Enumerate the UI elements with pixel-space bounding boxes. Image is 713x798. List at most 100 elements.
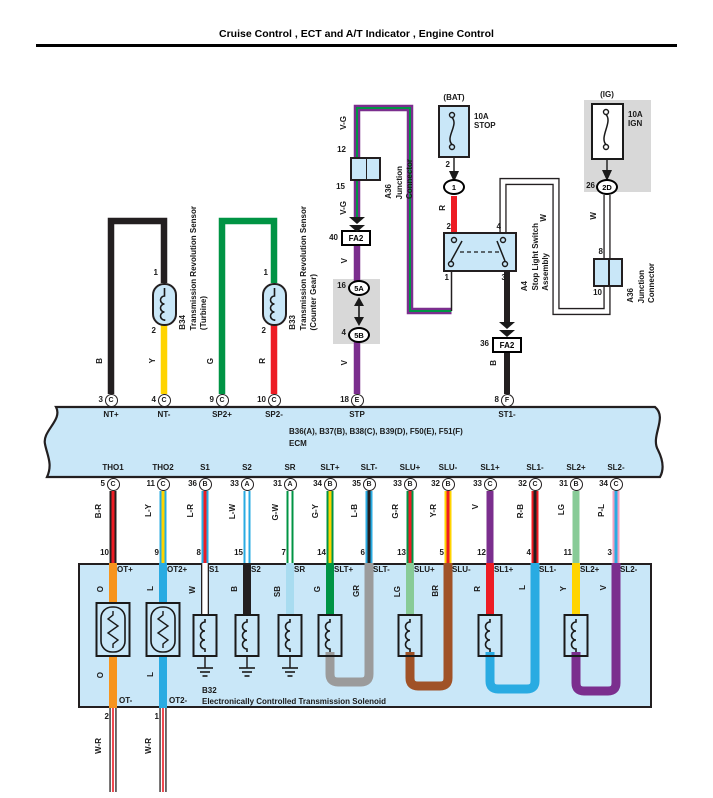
solenoid-terminal-label: OT2- <box>169 696 188 705</box>
sensor-b33-label-label: Transmission Revolution Sensor <box>298 205 308 330</box>
ecm-pin-circle: F <box>500 393 514 407</box>
pin-number: 15 <box>336 182 345 191</box>
pin-number: 6 <box>360 548 365 557</box>
solenoid-terminal-label: S2 <box>251 565 261 574</box>
ecm-pin-circle: C <box>483 477 497 491</box>
solenoid-terminal-label: OT2+ <box>167 565 188 574</box>
wire-color-label: L-W <box>228 504 237 520</box>
pin-number: 33 <box>473 479 482 488</box>
wire-color-label: L <box>146 672 155 677</box>
solenoid-terminal-label: S1 <box>209 565 219 574</box>
ecm-pin-circle: B <box>323 477 337 491</box>
connector-5b: 5B <box>348 327 370 343</box>
pin-number: 34 <box>599 479 608 488</box>
junction-a36-left-label-label: A36 <box>384 184 393 199</box>
ecm-pin-circle: B <box>198 477 212 491</box>
solenoid-terminal-label: SR <box>294 565 306 574</box>
junction-a36-left-label-label: Junction <box>394 165 404 199</box>
ecm-terminal-label: SL2- <box>607 463 625 472</box>
wire-color-label: G <box>206 358 215 365</box>
wire-color-label: SB <box>273 586 282 598</box>
double-arrow-icon <box>354 297 364 306</box>
ecm-terminal-label: NT+ <box>103 410 119 419</box>
connector-5a: 5A <box>348 280 370 296</box>
ig-fuse-name: IGN <box>628 119 643 128</box>
pin-number: 5 <box>100 479 105 488</box>
pin-number: 8 <box>494 395 499 404</box>
pin-number: 10 <box>257 395 266 404</box>
ecm-pin-circle: B <box>362 477 376 491</box>
solenoid-id: B32 <box>202 686 217 695</box>
ecm-terminal-label: SP2+ <box>212 410 232 419</box>
wire-color-label: B <box>489 360 498 366</box>
wire-color-label: G-Y <box>311 504 320 519</box>
pin-number: 4 <box>526 548 531 557</box>
solenoid-terminal-label: SL1+ <box>494 565 514 574</box>
wire-color-label: R <box>438 205 447 211</box>
chevron-arrow-icon <box>499 330 515 337</box>
pin-number: 11 <box>146 479 155 488</box>
wire-color-label: V <box>340 258 349 264</box>
pin-number: 26 <box>586 181 595 190</box>
wire-color-label: O <box>96 672 105 679</box>
solenoid-terminal-label: SLU+ <box>414 565 435 574</box>
ecm-pin-circle: C <box>215 393 229 407</box>
pin-number: 14 <box>317 548 326 557</box>
ecm-pin-circle: C <box>267 393 281 407</box>
solenoid-terminal-label: SLT+ <box>334 565 354 574</box>
junction-connector-a36-right <box>593 258 623 287</box>
bat-fuse-box <box>438 105 470 158</box>
ecm-connector-caption: B36(A), B37(B), B38(C), B39(D), F50(E), … <box>289 427 463 436</box>
ecm-pin-circle: C <box>104 393 118 407</box>
sensor-capsule-b33 <box>262 283 287 326</box>
pin-number: 1 <box>154 712 159 721</box>
ecm-terminal-label: SLT+ <box>320 463 340 472</box>
pin-number: 36 <box>480 339 489 348</box>
fa2-box-stp: FA2 <box>341 230 371 246</box>
ecm-terminal-label: THO1 <box>102 463 124 472</box>
ecm-pin-circle: A <box>283 477 297 491</box>
bat-fuse-rating: 10A <box>474 112 489 121</box>
ig-fuse-box <box>591 103 624 160</box>
wire-color-label: O <box>96 586 105 593</box>
wire-color-label: B <box>230 586 239 592</box>
pin-number: 3 <box>607 548 612 557</box>
connector-2d: 2D <box>596 179 618 195</box>
sensor-b34-label-label: Transmission Revolution Sensor <box>188 205 198 330</box>
ecm-terminal-label: S1 <box>200 463 210 472</box>
pin-number: 13 <box>397 548 406 557</box>
sensor-b33-label-label: (Counter Gear) <box>309 273 319 330</box>
pin-number: 34 <box>313 479 322 488</box>
pin-number: 33 <box>230 479 239 488</box>
pin-number: 10 <box>593 288 602 297</box>
pin-number: 2 <box>261 326 266 335</box>
ecm-terminal-label: STP <box>349 410 365 419</box>
junction-a36-right-label-label: Junction <box>636 269 646 303</box>
solenoid-terminal-label: OT+ <box>117 565 133 574</box>
stop-light-switch-label-label: A4 <box>520 280 529 291</box>
wire-color-label: R <box>473 586 482 592</box>
wire-color-label: L-R <box>186 504 195 518</box>
wire-color-label: Y <box>559 586 568 592</box>
pin-number: 31 <box>559 479 568 488</box>
stop-light-switch-label-label: Stop Light Switch <box>530 223 540 291</box>
wire-color-label: L-B <box>350 504 359 518</box>
junction-a36-left-label-label: Connector <box>405 159 415 199</box>
pin-number: 11 <box>563 548 572 557</box>
page-title: Cruise Control , ECT and A/T Indicator ,… <box>219 28 494 40</box>
wire-color-label: W-R <box>144 738 153 754</box>
ecm-pin-circle: C <box>106 477 120 491</box>
wire-color-label: L <box>146 586 155 591</box>
solenoid-terminal-label: SL2- <box>620 565 638 574</box>
ecm-terminal-label: SL1- <box>526 463 544 472</box>
solenoid-terminal-label: OT- <box>119 696 133 705</box>
ecm-pin-circle: C <box>156 477 170 491</box>
pin-number: 4 <box>341 328 346 337</box>
pin-number: 16 <box>337 281 346 290</box>
ecm-pin-circle: C <box>609 477 623 491</box>
junction-divider <box>608 260 610 285</box>
